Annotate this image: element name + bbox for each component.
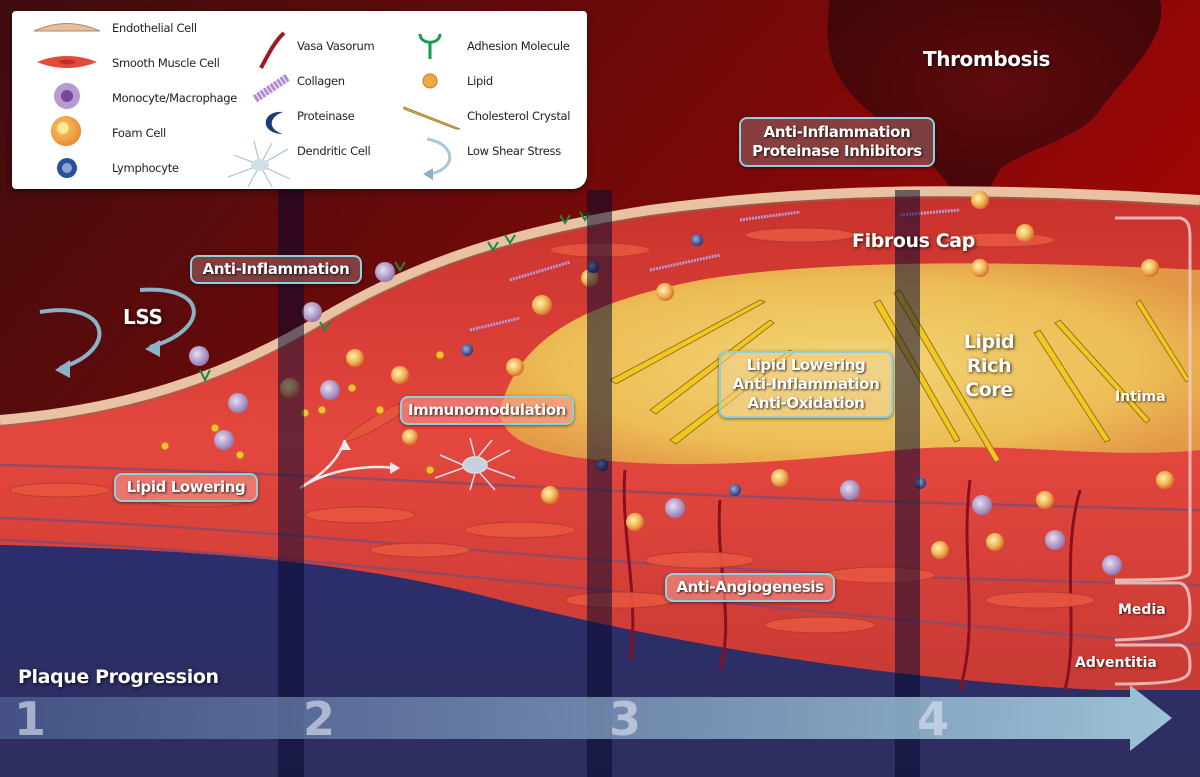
monocytes	[189, 262, 1122, 575]
lipid-icon	[422, 73, 438, 89]
stage-dividers	[278, 190, 920, 777]
endothelium-edge	[0, 196, 1200, 427]
vasa-vasorum-icon	[259, 31, 286, 69]
legend: Endothelial Cell Smooth Muscle Cell Mono…	[12, 11, 587, 189]
tag-lipid-lowering[interactable]: Lipid Lowering	[114, 473, 258, 502]
thrombus	[827, 0, 1162, 210]
legend-label: Collagen	[297, 74, 345, 88]
legend-label: Monocyte/Macrophage	[112, 91, 237, 105]
monocyte-macrophage-icon	[54, 83, 80, 109]
lipid-rich-core-label-line1: Lipid Rich	[963, 331, 1015, 377]
tag-line: Anti-Inflammation	[732, 375, 880, 393]
tag-line: Proteinase Inhibitors	[752, 142, 922, 160]
lipid-rich-core-label: Lipid Rich Core	[943, 330, 1035, 402]
arrow-head	[339, 440, 351, 450]
endothelial-cell-icon	[33, 23, 101, 32]
cholesterol-crystal-icon	[403, 106, 461, 130]
stage-3-number: 3	[609, 692, 642, 746]
lymphocyte-icon	[57, 158, 77, 178]
layer-label-media: Media	[1118, 602, 1166, 618]
layer-brackets	[1114, 216, 1192, 686]
layer-label-intima: Intima	[1115, 389, 1166, 405]
legend-label: Adhesion Molecule	[467, 39, 570, 53]
foam-cells	[280, 191, 1174, 559]
tag-line: Anti-Inflammation	[763, 123, 911, 141]
tag-anti-inflammation-proteinase-inhibitors[interactable]: Anti-Inflammation Proteinase Inhibitors	[739, 117, 935, 167]
tag-anti-angiogenesis[interactable]: Anti-Angiogenesis	[665, 573, 835, 602]
lss-label: LSS	[123, 305, 163, 329]
endothelium	[0, 186, 1200, 425]
dendritic-cell-icon	[227, 140, 291, 188]
tag-line: Anti-Inflammation	[202, 260, 350, 278]
lipid-rich-core-label-line2: Core	[965, 379, 1013, 401]
legend-label: Low Shear Stress	[467, 144, 561, 158]
adhesion-molecule-icon	[418, 33, 442, 59]
low-shear-stress-icon	[423, 137, 452, 180]
plaque-progression-heading: Plaque Progression	[18, 666, 219, 688]
lss-arrowhead	[145, 340, 160, 357]
lss-arrows	[39, 287, 196, 370]
foam-cell-icon	[51, 116, 81, 146]
tag-immunomodulation[interactable]: Immunomodulation	[400, 396, 574, 425]
legend-label: Lipid	[467, 74, 493, 88]
tag-line: Lipid Lowering	[746, 356, 866, 374]
tag-lipid-lowering-anti-inflammation-anti-oxidation[interactable]: Lipid Lowering Anti-Inflammation Anti-Ox…	[719, 351, 893, 418]
tag-line: Lipid Lowering	[126, 478, 246, 496]
layer-label-adventitia: Adventitia	[1075, 655, 1157, 671]
legend-label: Dendritic Cell	[297, 144, 371, 158]
dendritic-cell	[434, 437, 516, 491]
legend-label: Endothelial Cell	[112, 21, 197, 35]
collagen-icon	[252, 73, 291, 103]
progression-arrow	[0, 685, 1172, 751]
legend-label: Cholesterol Crystal	[467, 109, 571, 123]
smooth-muscle-cell-icon	[37, 56, 97, 68]
thrombosis-label: Thrombosis	[923, 47, 1051, 71]
lipid-particles	[160, 350, 445, 475]
tag-line: Anti-Oxidation	[747, 394, 865, 412]
arrow-head	[390, 462, 400, 474]
stage-1-number: 1	[14, 692, 47, 746]
fibrous-cap-label: Fibrous Cap	[852, 230, 975, 252]
legend-label: Vasa Vasorum	[297, 39, 375, 53]
tag-line: Immunomodulation	[407, 401, 566, 419]
proteinase-icon	[265, 111, 283, 134]
legend-label: Smooth Muscle Cell	[112, 56, 220, 70]
tag-line: Anti-Angiogenesis	[676, 578, 824, 596]
tag-anti-inflammation[interactable]: Anti-Inflammation	[190, 255, 362, 284]
legend-label: Proteinase	[297, 109, 355, 123]
legend-label: Foam Cell	[112, 126, 166, 140]
stage-4-number: 4	[917, 692, 950, 746]
legend-label: Lymphocyte	[112, 161, 179, 175]
lss-arrowhead	[55, 360, 70, 378]
stage-2-number: 2	[303, 692, 336, 746]
